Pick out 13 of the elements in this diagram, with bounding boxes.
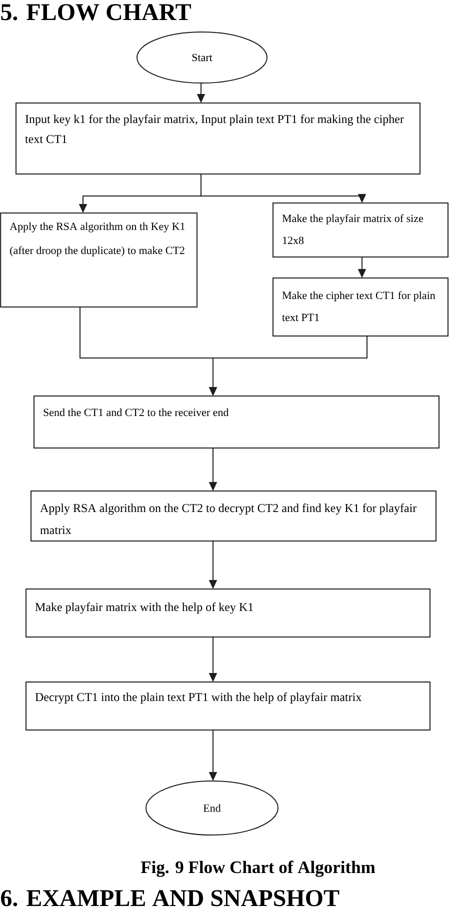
terminal-oval: Start bbox=[136, 32, 268, 84]
process-box: Apply RSA algorithm on the CT2 to decrypt CT2 and find key K1 for playfair matrix bbox=[30, 490, 436, 542]
process-box: Make playfair matrix with the help of key K1 bbox=[26, 588, 430, 638]
section-heading: 6. EXAMPLE AND SNAPSHOT bbox=[1, 890, 340, 906]
process-box: Input key k1 for the playfair matrix, Input plain text PT1 for making the cipher text CT1 bbox=[16, 102, 420, 174]
terminal-oval: End bbox=[146, 780, 278, 836]
caption: Fig. 9 Flow Chart of Algorithm bbox=[140, 860, 376, 877]
process-box: Decrypt CT1 into the plain text PT1 with the help of playfair matrix bbox=[26, 682, 430, 730]
process-box: Make the playfair matrix of size 12x8 bbox=[272, 202, 448, 258]
process-box: Send the CT1 and CT2 to the receiver end bbox=[34, 396, 440, 448]
process-box: Make the cipher text CT1 for plain text PT1 bbox=[272, 278, 448, 336]
section-heading: 5. FLOW CHART bbox=[1, 4, 191, 20]
process-box: Apply the RSA algorithm on th Key K1 (after droop the duplicate) to make CT2 bbox=[0, 212, 198, 308]
